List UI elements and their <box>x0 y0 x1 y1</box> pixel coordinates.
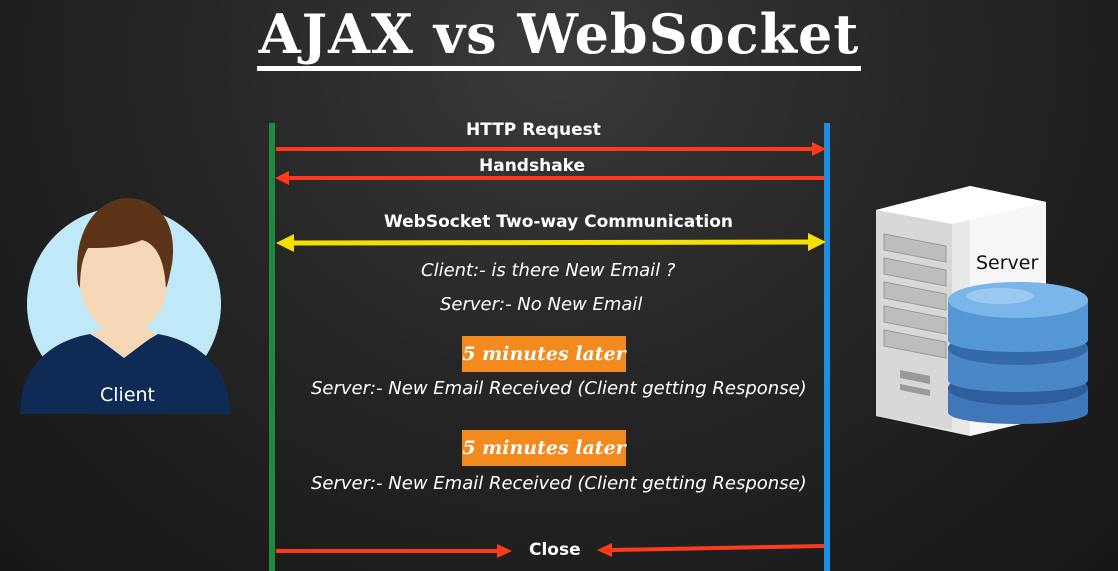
client-label: Client <box>100 384 156 406</box>
client-lifeline <box>269 123 275 571</box>
diagram-title-wrap: AJAX vs WebSocket <box>0 2 1118 71</box>
http-request-label: HTTP Request <box>466 120 601 140</box>
database-icon <box>948 282 1088 424</box>
http-request-arrow <box>276 142 826 156</box>
server-icon <box>876 186 1088 436</box>
close-arrow-client <box>276 544 512 558</box>
close-label: Close <box>529 540 581 560</box>
handshake-label: Handshake <box>479 156 586 176</box>
two-way-arrow <box>276 233 826 252</box>
diagram-title: AJAX vs WebSocket <box>256 2 862 71</box>
delay-badge-1: 5 minutes later <box>462 336 626 372</box>
client-avatar-icon <box>20 198 230 414</box>
server-label: Server <box>976 252 1039 274</box>
server-lifeline <box>824 123 830 571</box>
server-response-text-1: Server:- New Email Received (Client gett… <box>311 378 807 399</box>
server-response-text-2: Server:- New Email Received (Client gett… <box>311 473 807 494</box>
client-query-text: Client:- is there New Email ? <box>421 260 676 281</box>
delay-badge-2: 5 minutes later <box>462 430 626 466</box>
server-no-email-text: Server:- No New Email <box>440 294 643 315</box>
two-way-label: WebSocket Two-way Communication <box>384 212 733 232</box>
close-arrow-server <box>597 543 825 557</box>
handshake-arrow <box>275 171 824 185</box>
